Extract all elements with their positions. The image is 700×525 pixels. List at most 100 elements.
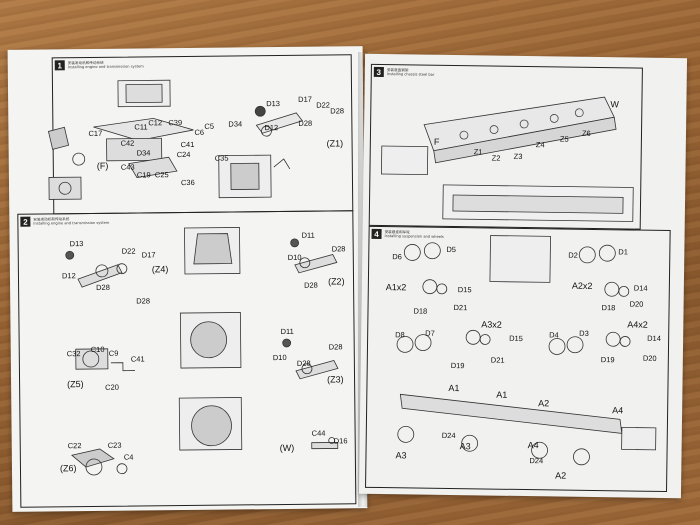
part-label: C11	[134, 122, 148, 132]
part-label: D8	[395, 330, 405, 340]
part-label: C36	[180, 177, 195, 188]
part-label: D17	[298, 94, 312, 104]
part-label: D14	[647, 333, 661, 343]
part-label: A4	[612, 405, 624, 416]
part-label: A3	[459, 441, 471, 452]
part-label: A4x2	[627, 319, 648, 330]
part-label: A1	[448, 382, 460, 394]
part-label: C23	[107, 440, 122, 450]
part-label: C39	[168, 118, 183, 128]
part-label: Z1	[473, 147, 483, 157]
part-label: A2x2	[571, 280, 593, 291]
part-label: D10	[272, 352, 287, 363]
part-label: D19	[600, 355, 615, 365]
part-label: D10	[287, 252, 302, 262]
part-label: D12	[61, 271, 76, 281]
part-label: A1x2	[385, 282, 407, 293]
part-label: D28	[331, 244, 346, 254]
part-label: (Z4)	[151, 264, 169, 275]
part-label: D15	[457, 285, 472, 295]
part-label: D24	[529, 456, 544, 466]
part-label: A2	[555, 470, 567, 481]
part-label: A3	[395, 450, 407, 461]
part-label: D17	[141, 250, 156, 260]
part-label: C12	[148, 118, 163, 128]
part-label: D12	[264, 123, 279, 133]
part-label: Z4	[535, 140, 545, 150]
part-label: D13	[266, 99, 280, 109]
part-label: (Z2)	[327, 276, 345, 287]
instruction-page-left: 1 安装发动机和传动系统 Installing engine and trans…	[7, 46, 368, 512]
part-label: C22	[67, 441, 82, 451]
part-label: A2	[538, 398, 550, 409]
part-label: A4	[527, 440, 539, 451]
part-label: C24	[176, 149, 191, 160]
part-label: D34	[228, 119, 243, 129]
part-label: D28	[136, 296, 151, 306]
part-label: (Z5)	[67, 379, 84, 390]
part-label: D28	[96, 282, 110, 292]
part-label: D5	[446, 244, 457, 255]
part-label: C44	[311, 428, 326, 438]
part-label: (F)	[96, 160, 109, 171]
part-label: C9	[108, 348, 119, 358]
part-label: D28	[330, 106, 345, 116]
part-label: C10	[90, 344, 105, 355]
part-label: C5	[204, 121, 215, 131]
part-label: D20	[642, 353, 657, 363]
part-label: D1	[618, 247, 629, 257]
part-label: D14	[633, 283, 648, 293]
part-label: D28	[304, 280, 318, 290]
part-label: D18	[601, 303, 616, 313]
part-label: D21	[453, 303, 468, 313]
part-label: C19	[136, 170, 151, 180]
part-label: C17	[88, 128, 103, 139]
part-label: D18	[413, 306, 428, 316]
part-label: D22	[121, 246, 136, 256]
part-label: C35	[214, 153, 229, 163]
part-label: (Z3)	[327, 374, 344, 385]
part-label: C6	[194, 127, 205, 137]
part-label: (Z6)	[59, 463, 77, 474]
part-label: D11	[301, 230, 315, 240]
part-label: D13	[69, 239, 84, 249]
part-label: (W)	[279, 442, 295, 454]
part-label: D20	[629, 299, 644, 309]
part-label: Z5	[559, 134, 569, 144]
part-label: C41	[130, 354, 145, 364]
part-label: D28	[296, 358, 311, 368]
part-label: C20	[105, 382, 119, 392]
part-label: D22	[316, 100, 330, 110]
part-label: C4	[123, 452, 134, 462]
part-label: D4	[549, 330, 559, 340]
part-label: D21	[490, 355, 505, 365]
part-label: A3x2	[481, 319, 502, 330]
part-label: Z3	[513, 151, 523, 161]
instruction-page-right: 3 安装底盘钢架 Installing chassis steel bar 4 …	[358, 53, 688, 499]
part-label: D28	[298, 118, 313, 128]
part-label: D3	[579, 328, 589, 338]
part-label: D24	[441, 430, 456, 441]
part-label: C32	[66, 349, 81, 359]
part-label: D34	[136, 148, 151, 158]
part-label: Z6	[581, 128, 591, 138]
part-label: C25	[154, 170, 169, 180]
part-label: C43	[120, 162, 135, 172]
part-label: D11	[280, 326, 294, 337]
part-label: Z2	[491, 153, 501, 163]
part-label: D6	[392, 252, 402, 262]
step-3-4-drawings	[381, 96, 657, 466]
part-label: W	[610, 99, 619, 110]
part-label: (Z1)	[326, 138, 344, 149]
part-label: D19	[450, 361, 465, 371]
step-1-2-drawings	[47, 79, 339, 476]
part-label: D16	[333, 436, 348, 446]
part-label: C41	[180, 139, 195, 150]
part-label: F	[433, 136, 440, 147]
part-label: D15	[509, 333, 523, 344]
part-label: D7	[425, 328, 435, 338]
part-label: A1	[496, 389, 508, 400]
part-label: D28	[328, 342, 343, 352]
part-label: D2	[568, 250, 578, 260]
part-label: C42	[120, 138, 135, 148]
